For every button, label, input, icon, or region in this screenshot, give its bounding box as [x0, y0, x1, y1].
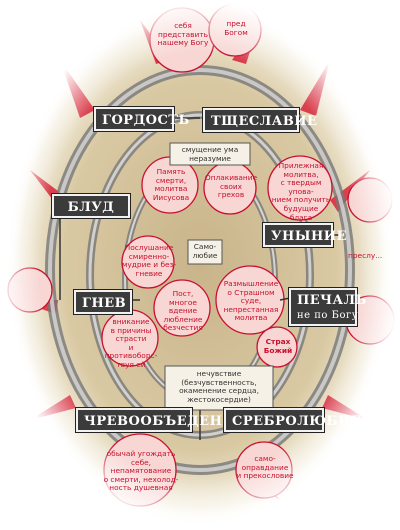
- note-insensibility: нечувствие (безчувственность, окаменение…: [179, 369, 259, 404]
- note-please-body: обычай угождать себе, непамятование о см…: [103, 449, 179, 493]
- sorrow-title: ПЕЧАЛЬ: [297, 293, 367, 308]
- note-prayer-patience: Прилежная молитва, с твердым упова- нием…: [271, 161, 331, 222]
- passion-pride: ГОРДОСТЬ: [94, 107, 189, 131]
- note-fear-god: Страх Божий: [263, 337, 293, 355]
- note-obedience: Послушание смиренно- мудрие и без- гневи…: [121, 243, 177, 278]
- passion-sorrow: ПЕЧАЛЬ не по Богу: [289, 288, 366, 326]
- oval-background: [5, 0, 395, 530]
- note-judgment: Размышление о Страшном суде, непрестанна…: [223, 279, 279, 323]
- note-confusion: смущение ума неразумие: [181, 145, 239, 163]
- note-mourning-sins: Оплакивание своих грехов: [204, 173, 258, 200]
- passion-gluttony: ЧРЕВООБЪЕДЕНИЕ: [76, 408, 245, 432]
- note-self-love: Само- любие: [192, 242, 218, 260]
- passion-fornication: БЛУД: [52, 194, 130, 218]
- note-memory-death: Память смерти, молитва Иисусова: [152, 167, 190, 202]
- note-fasting: Пост, многое вдение любление безчестия: [163, 289, 203, 333]
- note-edge-right: преслу...: [348, 251, 383, 260]
- sorrow-subtitle: не по Богу: [297, 310, 359, 321]
- note-cause-passion: вникание в причины страсти и противоборс…: [104, 317, 158, 369]
- passion-vainglory: ТЩЕСЛАВИЕ: [203, 108, 317, 132]
- passion-anger: ГНЕВ: [74, 290, 132, 314]
- passion-avarice: СРЕБРОЛЮБИЕ: [224, 408, 361, 432]
- note-top-a: себя представить нашему Богу: [157, 21, 209, 48]
- note-top-b: пред Богом: [224, 19, 248, 37]
- passion-despondency: УНЫНИЕ: [263, 223, 346, 247]
- note-self-justify: само- оправдание и прекословие: [236, 454, 294, 481]
